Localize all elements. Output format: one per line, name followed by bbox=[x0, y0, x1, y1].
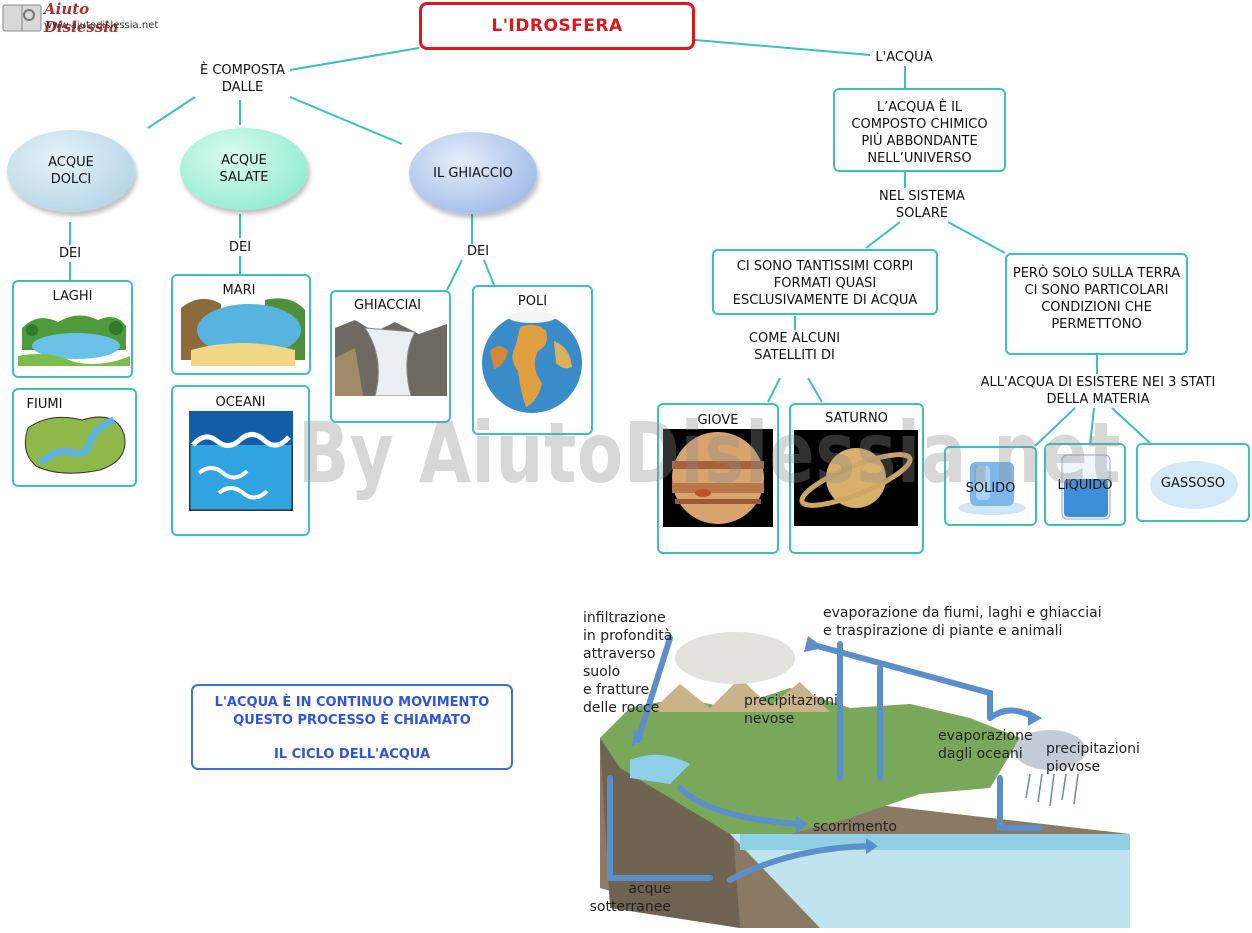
fact-box: L’ACQUA È IL COMPOSTO CHIMICO PIÙ ABBOND… bbox=[833, 88, 1006, 172]
solido-label: SOLIDO bbox=[965, 481, 1016, 496]
ciclo-line-3: IL CICLO DELL'ACQUA bbox=[273, 747, 431, 762]
logo: Aiuto Dislessia www.aiutodislessia.net bbox=[0, 0, 159, 36]
glacier-image bbox=[335, 320, 447, 396]
oceani-box: OCEANI bbox=[171, 385, 310, 536]
gassoso-label: GASSOSO bbox=[1160, 476, 1226, 491]
dei-label-salate: DEI bbox=[228, 240, 252, 255]
dei-label-dolci: DEI bbox=[58, 246, 82, 261]
corpi-text: CI SONO TANTISSIMI CORPI FORMATI QUASI E… bbox=[732, 259, 918, 308]
giove-box: GIOVE bbox=[657, 403, 779, 554]
scorrimento-label: scorrimento bbox=[813, 819, 897, 835]
logo-book-icon bbox=[2, 4, 42, 32]
acque-salate-node: ACQUE SALATE bbox=[180, 128, 308, 210]
mari-label: MARI bbox=[222, 283, 256, 298]
acqua-label: L'ACQUA bbox=[875, 50, 933, 65]
precipitazioni-nevose-label: precipitazioni nevose bbox=[744, 693, 838, 727]
ciclo-line-1: L'ACQUA È IN CONTINUO MOVIMENTO bbox=[214, 695, 490, 710]
nel-sistema-label: NEL SISTEMA SOLARE bbox=[879, 189, 965, 221]
ghiacciai-label: GHIACCIAI bbox=[353, 298, 422, 313]
watermark: By AiutoDislessia.net bbox=[298, 404, 1122, 502]
dei-label-ghiaccio: DEI bbox=[466, 244, 490, 259]
acque-dolci-node: ACQUE DOLCI bbox=[7, 130, 135, 212]
ciclo-line-2: QUESTO PROCESSO È CHIAMATO bbox=[233, 713, 471, 728]
river-image bbox=[24, 416, 126, 474]
acque-dolci-label: ACQUE DOLCI bbox=[48, 155, 94, 187]
globe-image bbox=[482, 311, 582, 413]
laghi-label: LAGHI bbox=[52, 289, 93, 304]
lake-image bbox=[18, 315, 130, 366]
acque-sotterranee-label: acque sotterranee bbox=[589, 881, 671, 915]
saturno-box: SATURNO bbox=[789, 403, 924, 554]
fiumi-label: FIUMI bbox=[26, 397, 63, 412]
fiumi-box: FIUMI bbox=[12, 388, 137, 487]
oceani-label: OCEANI bbox=[215, 395, 266, 410]
fact-text: L’ACQUA È IL COMPOSTO CHIMICO PIÙ ABBOND… bbox=[851, 100, 988, 166]
evaporazione-fiumi-label: evaporazione da fiumi, laghi e ghiacciai… bbox=[823, 605, 1102, 639]
page-title: L'IDROSFERA bbox=[419, 2, 695, 50]
vapor-cloud-image bbox=[1150, 461, 1238, 509]
laghi-box: LAGHI bbox=[12, 280, 133, 378]
beaker-image bbox=[1061, 454, 1111, 520]
giove-label: GIOVE bbox=[697, 413, 739, 428]
water-cycle-illustration bbox=[600, 632, 1130, 928]
evaporazione-oceani-label: evaporazione dagli oceani bbox=[938, 728, 1033, 762]
precipitazioni-piovose-label: precipitazioni piovose bbox=[1046, 741, 1140, 775]
stati-label: ALL'ACQUA DI ESISTERE NEI 3 STATI DELLA … bbox=[980, 375, 1216, 407]
liquido-box: LIQUIDO bbox=[1044, 443, 1126, 526]
poli-box: POLI bbox=[472, 285, 593, 435]
saturn-image bbox=[794, 430, 918, 526]
gassoso-box: GASSOSO bbox=[1136, 443, 1250, 522]
corpi-box: CI SONO TANTISSIMI CORPI FORMATI QUASI E… bbox=[712, 249, 938, 315]
sea-image bbox=[181, 298, 305, 366]
poli-label: POLI bbox=[517, 294, 548, 309]
composta-label: È COMPOSTA DALLE bbox=[199, 63, 286, 95]
solido-box: SOLIDO bbox=[944, 446, 1037, 526]
acque-salate-label: ACQUE SALATE bbox=[219, 153, 269, 185]
logo-url: www.aiutodislessia.net bbox=[44, 20, 159, 31]
pero-text: PERÒ SOLO SULLA TERRA CI SONO PARTICOLAR… bbox=[1012, 266, 1181, 332]
mari-box: MARI bbox=[171, 274, 311, 375]
pero-box: PERÒ SOLO SULLA TERRA CI SONO PARTICOLAR… bbox=[1005, 253, 1188, 355]
il-ghiaccio-label: IL GHIACCIO bbox=[433, 165, 513, 181]
logo-name: Aiuto Dislessia bbox=[44, 0, 119, 36]
liquido-label: LIQUIDO bbox=[1057, 478, 1113, 493]
ghiacciai-box: GHIACCIAI bbox=[330, 290, 451, 423]
come-label: COME ALCUNI SATELLITI DI bbox=[748, 331, 841, 363]
ocean-waves-image bbox=[189, 411, 293, 511]
saturno-label: SATURNO bbox=[825, 411, 888, 426]
il-ghiaccio-node: IL GHIACCIO bbox=[409, 132, 537, 214]
ciclo-box: L'ACQUA È IN CONTINUO MOVIMENTO QUESTO P… bbox=[191, 684, 513, 770]
ice-cube-image bbox=[958, 462, 1026, 515]
infiltrazione-label: infiltrazione in profondità attraverso s… bbox=[583, 610, 673, 716]
jupiter-image bbox=[663, 429, 773, 527]
